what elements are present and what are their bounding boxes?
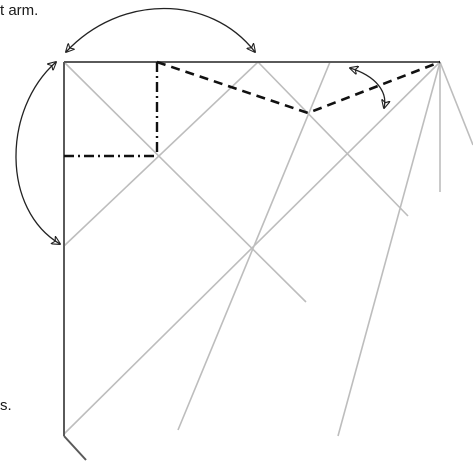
curved-arrow-top — [66, 7, 255, 53]
crease-lines — [63, 61, 473, 437]
edge-bottom-stub — [63, 435, 87, 461]
crease-from-top-mid-right — [257, 61, 409, 217]
crease-from-top-mid-left — [63, 61, 259, 247]
dashed-fold-line — [156, 60, 441, 115]
caption-fragment-bottom: s. — [0, 397, 12, 414]
main-edges — [63, 61, 440, 461]
crease-right-steep-1 — [337, 61, 441, 437]
crease-diagonal-main — [63, 61, 307, 303]
crease-long-left — [63, 61, 441, 435]
curved-arrow-right-small — [350, 68, 385, 108]
curved-arrow-left — [15, 62, 60, 244]
crease-right-edge — [439, 61, 473, 146]
crease-long-steep — [177, 61, 331, 431]
fold-arrows — [15, 7, 385, 245]
dash-dot-lines — [64, 62, 159, 158]
caption-fragment-top: t arm. — [0, 2, 39, 19]
